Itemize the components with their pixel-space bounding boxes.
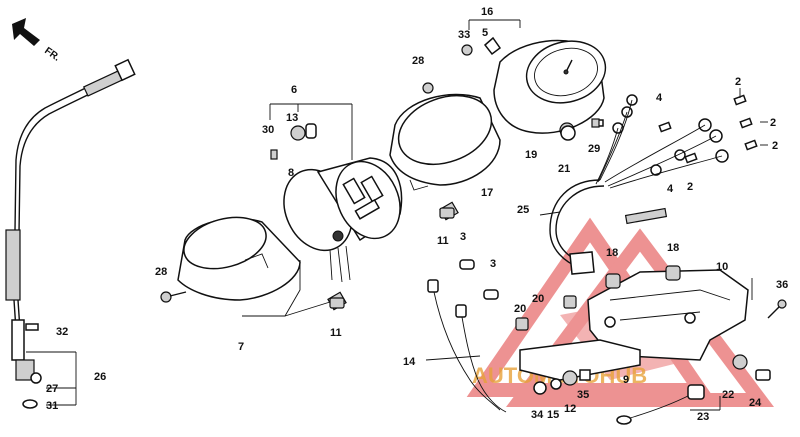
callout-18: 18 <box>606 247 618 259</box>
front-direction-arrow: FR. <box>12 18 62 64</box>
indicator-harness <box>427 279 507 413</box>
bulb-sockets-11 <box>329 207 455 309</box>
callout-7: 7 <box>238 341 244 353</box>
bracket-collars <box>515 295 577 331</box>
case-screw-top <box>422 82 434 94</box>
wiring-harness <box>549 99 723 275</box>
indicator-bulbs-3 <box>459 259 499 300</box>
tachometer-lower-case <box>177 216 301 301</box>
cable-clip <box>25 323 39 331</box>
callout-32: 32 <box>56 326 68 338</box>
bracket-rubbers <box>605 265 681 289</box>
callout-33: 33 <box>458 29 470 41</box>
callout-4: 4 <box>667 183 674 195</box>
harness-bulb-21 <box>560 125 576 141</box>
tachometer-gauge <box>283 157 403 252</box>
callout-16: 16 <box>481 6 493 18</box>
case-screw-left <box>160 291 187 303</box>
leader-lines <box>26 19 768 411</box>
callout-6: 6 <box>291 84 297 96</box>
mounting-screw <box>270 149 278 160</box>
callout-2: 2 <box>770 117 776 129</box>
callout-20: 20 <box>514 303 526 315</box>
callout-25: 25 <box>517 204 529 216</box>
callout-19: 19 <box>525 149 537 161</box>
callout-11: 11 <box>330 327 342 339</box>
callout-24: 24 <box>749 397 762 409</box>
callout-28: 28 <box>155 266 167 278</box>
tachometer-wires <box>329 245 351 283</box>
callout-18: 18 <box>667 242 679 254</box>
wedge-bulbs <box>594 94 758 164</box>
callout-29: 29 <box>588 143 600 155</box>
mounting-bolt-36 <box>767 299 787 319</box>
gauge-bracket-screws <box>461 36 502 56</box>
front-direction-label: FR. <box>42 45 62 63</box>
bulb-socket <box>290 123 317 141</box>
callout-31: 31 <box>46 400 58 412</box>
callout-3: 3 <box>490 258 496 270</box>
speedometer-lower-case <box>389 93 501 191</box>
callout-14: 14 <box>403 356 416 368</box>
speedometer-cable <box>5 58 136 384</box>
callout-27: 27 <box>46 383 58 395</box>
callout-4: 4 <box>656 92 663 104</box>
callout-23: 23 <box>697 411 709 423</box>
callout-8: 8 <box>288 167 294 179</box>
cable-screw <box>22 399 38 409</box>
callout-13: 13 <box>286 112 298 124</box>
callout-3: 3 <box>460 231 466 243</box>
harness-screw-29 <box>591 118 600 128</box>
callout-35: 35 <box>577 389 589 401</box>
callout-10: 10 <box>716 261 728 273</box>
callout-labels: 2 2 2 2 3 3 4 4 5 6 7 8 9 10 11 11 12 13… <box>46 6 788 423</box>
lower-bracket <box>519 339 641 381</box>
callout-34: 34 <box>531 409 544 421</box>
callout-12: 12 <box>564 403 576 415</box>
callout-17: 17 <box>481 187 493 199</box>
callout-15: 15 <box>547 409 559 421</box>
callout-30: 30 <box>262 124 274 136</box>
callout-11: 11 <box>437 235 449 247</box>
callout-22: 22 <box>722 389 734 401</box>
callout-2: 2 <box>735 76 741 88</box>
callout-36: 36 <box>776 279 788 291</box>
callout-2: 2 <box>687 181 693 193</box>
callout-2: 2 <box>772 140 778 152</box>
callout-21: 21 <box>558 163 570 175</box>
lower-harness-23 <box>616 384 705 425</box>
callout-28: 28 <box>412 55 424 67</box>
speedometer-gauge <box>493 39 607 134</box>
grommet-hardware-22-24 <box>732 354 771 381</box>
callout-26: 26 <box>94 371 106 383</box>
callout-5: 5 <box>482 27 488 39</box>
callout-9: 9 <box>623 374 629 386</box>
callout-20: 20 <box>532 293 544 305</box>
fasteners-lower <box>533 369 591 395</box>
